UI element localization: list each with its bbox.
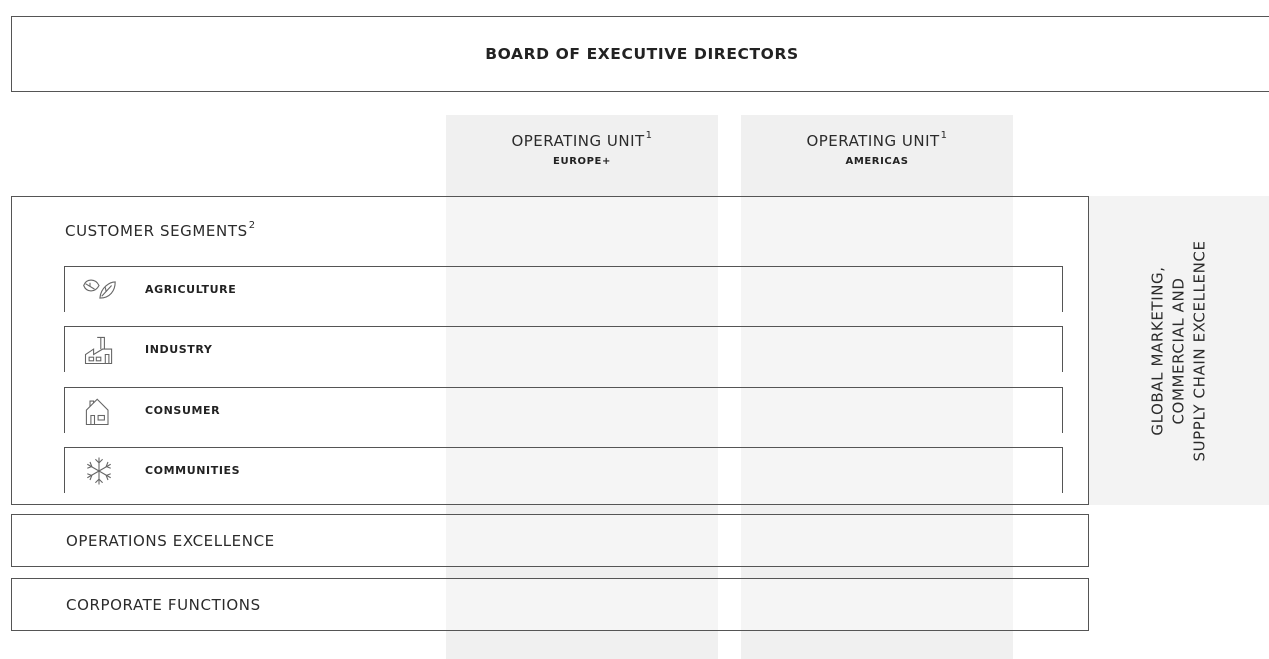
customer-segments-title: CUSTOMER SEGMENTS2 bbox=[65, 220, 256, 240]
factory-icon bbox=[75, 332, 123, 368]
global-marketing-label: GLOBAL MARKETING, COMMERCIAL AND SUPPLY … bbox=[1148, 239, 1209, 462]
house-icon bbox=[75, 393, 123, 429]
operations-excellence-box: OPERATIONS EXCELLENCE bbox=[11, 514, 1089, 567]
segment-row-consumer: CONSUMER bbox=[64, 387, 1063, 433]
board-title: BOARD OF EXECUTIVE DIRECTORS bbox=[485, 45, 799, 63]
operating-unit-region: AMERICAS bbox=[845, 156, 909, 167]
segment-label-agriculture: AGRICULTURE bbox=[145, 283, 237, 296]
segment-label-communities: COMMUNITIES bbox=[145, 464, 241, 477]
operating-unit-region: EUROPE+ bbox=[553, 156, 611, 167]
segment-row-industry: INDUSTRY bbox=[64, 326, 1063, 372]
operating-unit-title: OPERATING UNIT1 bbox=[806, 130, 948, 150]
segment-row-communities: COMMUNITIES bbox=[64, 447, 1063, 493]
global-marketing-band: GLOBAL MARKETING, COMMERCIAL AND SUPPLY … bbox=[1089, 196, 1269, 505]
segment-row-agriculture: AGRICULTURE bbox=[64, 266, 1063, 312]
operating-unit-title: OPERATING UNIT1 bbox=[511, 130, 653, 150]
customer-segments-box bbox=[11, 196, 1089, 505]
leaf-icon bbox=[75, 272, 123, 308]
segment-label-consumer: CONSUMER bbox=[145, 404, 221, 417]
segment-label-industry: INDUSTRY bbox=[145, 343, 213, 356]
operating-unit-americas-header: OPERATING UNIT1 AMERICAS bbox=[741, 130, 1013, 177]
operating-unit-europe-header: OPERATING UNIT1 EUROPE+ bbox=[446, 130, 718, 177]
board-of-executive-directors: BOARD OF EXECUTIVE DIRECTORS bbox=[11, 16, 1269, 92]
snowflake-icon bbox=[75, 453, 123, 489]
operations-excellence-label: OPERATIONS EXCELLENCE bbox=[66, 531, 275, 550]
corporate-functions-box: CORPORATE FUNCTIONS bbox=[11, 578, 1089, 631]
corporate-functions-label: CORPORATE FUNCTIONS bbox=[66, 595, 261, 614]
